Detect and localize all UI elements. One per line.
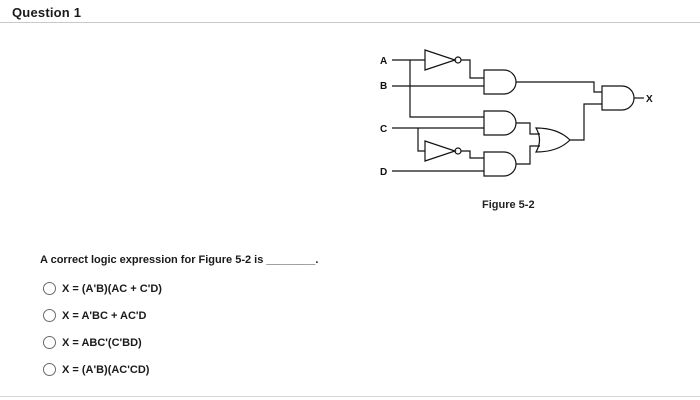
not-gate-a	[424, 49, 462, 71]
wire-and1-out	[516, 81, 602, 93]
wire-and3-out	[516, 145, 540, 165]
bottom-divider	[0, 396, 700, 397]
and-gate-2	[483, 110, 517, 136]
wire-a-branch	[409, 60, 484, 118]
answer-option-4[interactable]: X = (A'B)(AC'CD)	[40, 360, 162, 379]
question-prompt: A correct logic expression for Figure 5-…	[40, 254, 319, 266]
question-header: Question 1	[0, 0, 700, 23]
input-label-a: A	[380, 56, 387, 67]
answer-option-label: X = ABC'(C'BD)	[62, 336, 142, 349]
input-label-c: C	[380, 124, 387, 135]
and-gate-4	[601, 85, 635, 111]
figure-caption: Figure 5-2	[482, 199, 535, 211]
wire-c-not	[461, 150, 484, 159]
radio-button[interactable]	[43, 282, 56, 295]
wire-a-not	[461, 59, 484, 79]
answer-options: X = (A'B)(AC + C'D) X = A'BC + AC'D X = …	[40, 279, 162, 387]
not-gate-c	[424, 140, 462, 162]
and-gate-1	[483, 69, 517, 95]
wire-c-branch	[417, 128, 425, 152]
input-label-b: B	[380, 81, 387, 92]
answer-option-label: X = (A'B)(AC + C'D)	[62, 282, 162, 295]
input-label-d: D	[380, 167, 387, 178]
or-gate	[534, 127, 571, 153]
answer-option-label: X = A'BC + AC'D	[62, 309, 147, 322]
answer-option-2[interactable]: X = A'BC + AC'D	[40, 306, 162, 325]
radio-button[interactable]	[43, 336, 56, 349]
answer-option-1[interactable]: X = (A'B)(AC + C'D)	[40, 279, 162, 298]
logic-circuit-diagram: A B C D	[370, 40, 670, 195]
output-label-x: X	[646, 94, 653, 105]
radio-button[interactable]	[43, 363, 56, 376]
wire-or-out	[570, 103, 602, 141]
question-title: Question 1	[12, 5, 82, 20]
answer-option-3[interactable]: X = ABC'(C'BD)	[40, 333, 162, 352]
and-gate-3	[483, 151, 517, 177]
wire-and2-out	[516, 122, 540, 135]
radio-button[interactable]	[43, 309, 56, 322]
answer-option-label: X = (A'B)(AC'CD)	[62, 363, 150, 376]
